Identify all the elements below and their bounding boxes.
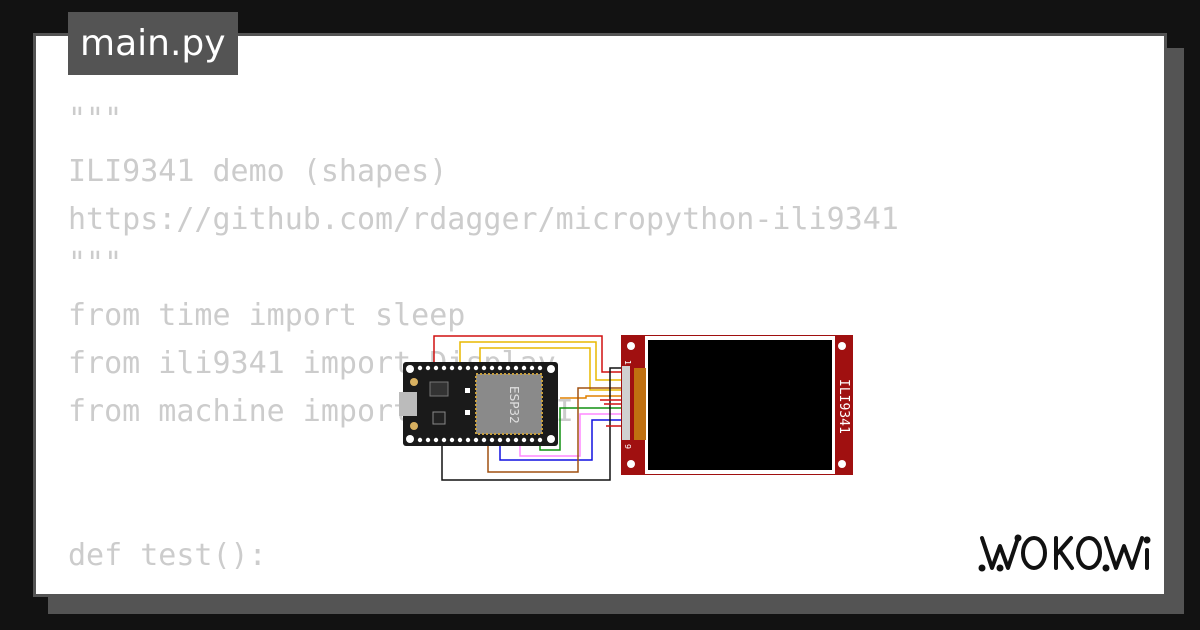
code-line: https://github.com/rdagger/micropython-i… [68, 202, 899, 237]
display-pin-start-label: 1 [623, 360, 632, 365]
display-label: ILI9341 [836, 379, 851, 434]
file-tab[interactable]: main.py [68, 12, 238, 75]
wokwi-logo [978, 534, 1151, 572]
code-line: ILI9341 demo (shapes) [68, 154, 448, 189]
esp32-chip [475, 373, 543, 435]
code-card [33, 33, 1167, 597]
display-screen [648, 340, 832, 470]
code-line: """ [68, 102, 123, 137]
wires [433, 335, 622, 481]
ili9341-display[interactable]: 1 9 ILI9341 [621, 335, 853, 475]
code-line: def test(): [68, 538, 267, 573]
code-line: """ [68, 246, 123, 281]
display-pin-end-label: 9 [623, 444, 632, 449]
button-icon [410, 378, 418, 386]
usb-port [399, 392, 417, 416]
esp32-board[interactable]: ESP32 [399, 362, 558, 446]
button-icon [410, 422, 418, 430]
esp32-chip-label: ESP32 [507, 386, 521, 424]
code-line: from time import sleep [68, 298, 466, 333]
